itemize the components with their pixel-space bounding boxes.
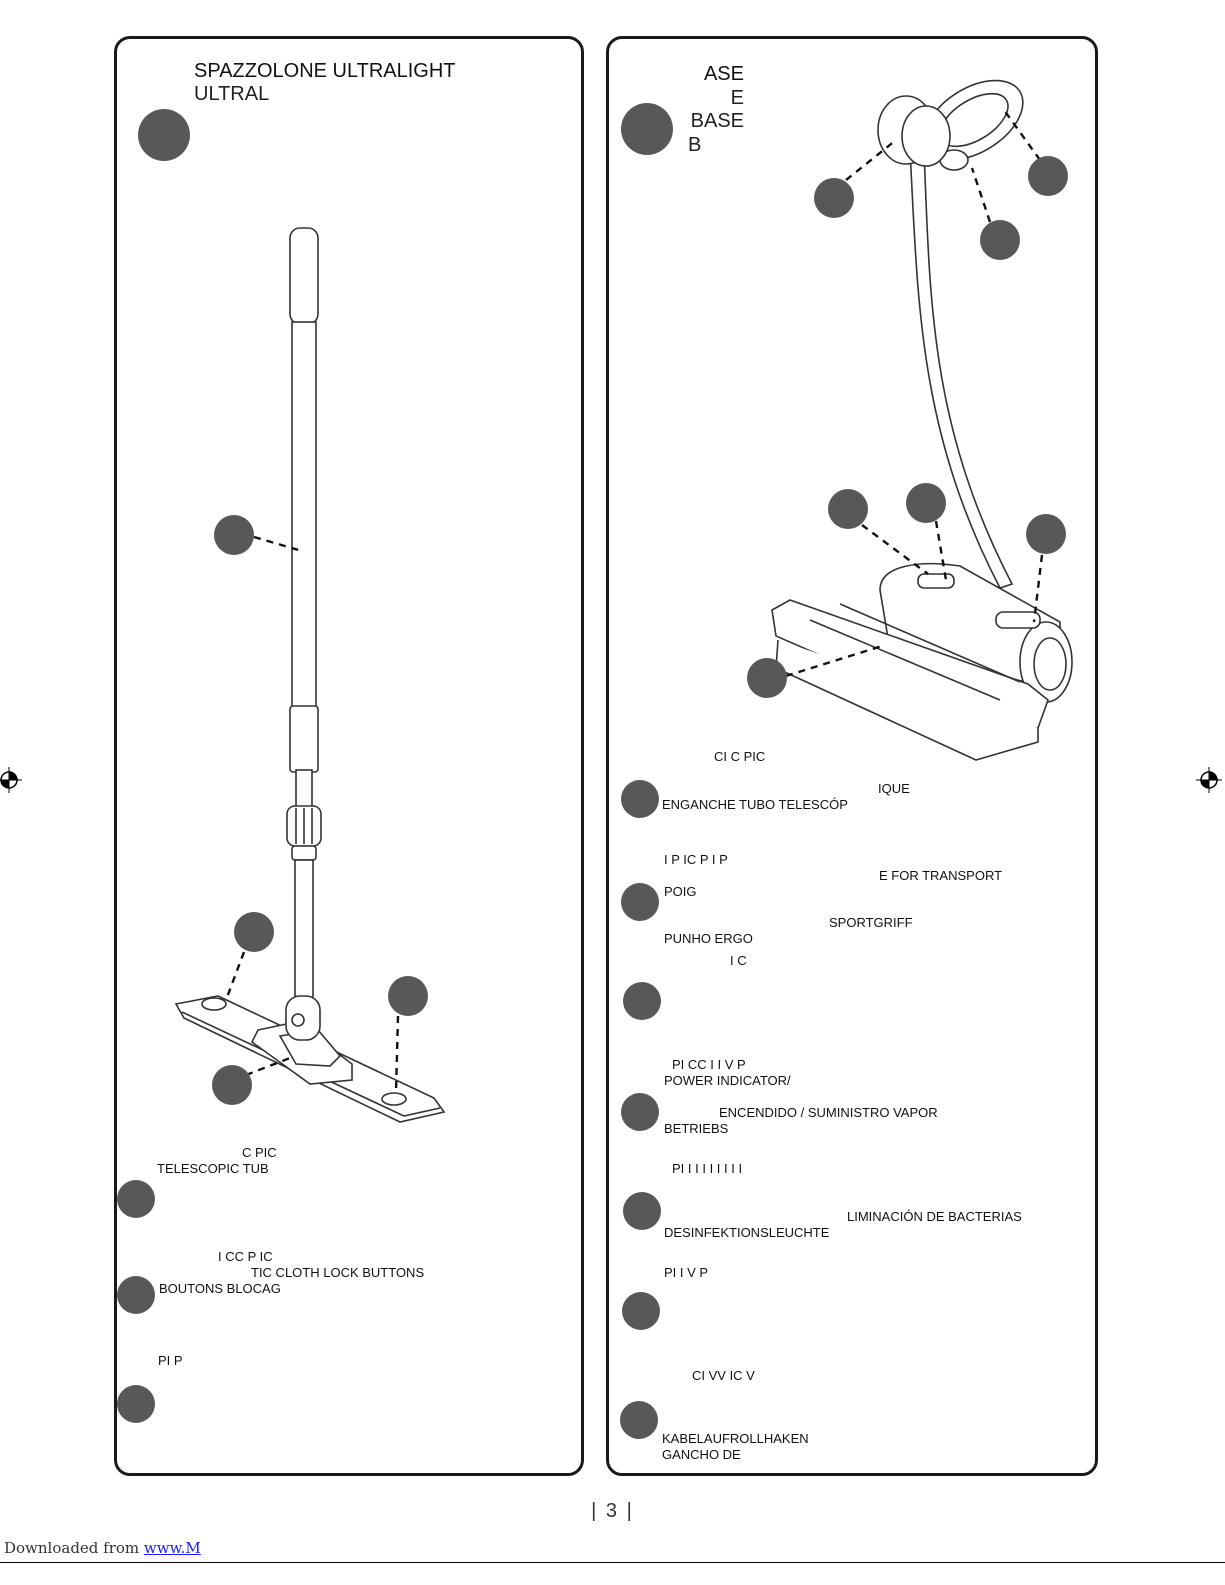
legend-text: ENCENDIDO / SUMINISTRO VAPOR — [719, 1105, 938, 1120]
legend-heading: CI VV IC V — [692, 1368, 755, 1383]
callout-circle — [212, 1065, 252, 1105]
left-panel — [114, 36, 584, 1476]
right-title: ASE — [703, 63, 744, 85]
legend-heading: C PIC — [242, 1145, 277, 1160]
right-panel — [606, 36, 1098, 1476]
legend-number-circle — [623, 1192, 661, 1230]
legend-number-circle — [620, 1401, 658, 1439]
legend-text: LIMINACIÓN DE BACTERIAS — [847, 1209, 1022, 1224]
callout-circle — [747, 658, 787, 698]
footer-prefix: Downloaded from — [4, 1539, 144, 1557]
legend-text: SPORTGRIFF — [829, 915, 913, 930]
callout-circle — [814, 178, 854, 218]
right-title-line: B — [688, 134, 702, 156]
footer-link[interactable]: www.M — [143, 1539, 201, 1557]
legend-heading: PI CC I I V P — [672, 1057, 746, 1072]
legend-number-circle — [623, 982, 661, 1020]
callout-circle — [906, 483, 946, 523]
left-title: SPAZZOLONE ULTRALIGHT — [194, 60, 456, 82]
legend-heading: I CC P IC — [218, 1249, 273, 1264]
legend-number-circle — [621, 883, 659, 921]
registration-mark-icon — [1196, 767, 1222, 793]
legend-number-circle — [117, 1180, 155, 1218]
legend-heading: I C — [730, 953, 747, 968]
right-title-line: E — [730, 87, 744, 109]
callout-circle — [214, 515, 254, 555]
legend-heading: CI C PIC — [714, 749, 766, 764]
legend-number-circle — [117, 1385, 155, 1423]
legend-number-circle — [622, 1292, 660, 1330]
legend-text: KABELAUFROLLHAKEN — [662, 1431, 809, 1446]
callout-circle — [828, 489, 868, 529]
callout-circle — [234, 912, 274, 952]
footer-divider — [0, 1562, 1225, 1563]
section-number-circle — [138, 109, 190, 161]
right-title-line: BASE — [690, 110, 744, 132]
section-number-circle — [621, 103, 673, 155]
legend-text: ENGANCHE TUBO TELESCÓP — [662, 797, 848, 812]
legend-heading: PI P — [158, 1353, 183, 1368]
legend-text: TELESCOPIC TUB — [157, 1161, 269, 1176]
legend-text: BOUTONS BLOCAG — [159, 1281, 281, 1296]
legend-heading: PI I V P — [664, 1265, 709, 1280]
legend-heading: PI I I I I I I I I — [672, 1161, 743, 1176]
registration-mark-icon — [0, 767, 22, 793]
legend-text: TIC CLOTH LOCK BUTTONS — [251, 1265, 425, 1280]
legend-text: BETRIEBS — [664, 1121, 729, 1136]
legend-text: DESINFEKTIONSLEUCHTE — [664, 1225, 830, 1240]
legend-number-circle — [117, 1276, 155, 1314]
legend-text: E FOR TRANSPORT — [879, 868, 1003, 883]
legend-text: IQUE — [878, 781, 910, 796]
legend-text: GANCHO DE — [662, 1447, 741, 1462]
callout-circle — [388, 976, 428, 1016]
left-subtitle: ULTRAL — [194, 83, 270, 105]
page-number: | 3 | — [591, 1500, 634, 1522]
legend-number-circle — [621, 780, 659, 818]
legend-text: PUNHO ERGO — [664, 931, 753, 946]
legend-text: POIG — [664, 884, 697, 899]
callout-circle — [1026, 514, 1066, 554]
legend-text: POWER INDICATOR/ — [664, 1073, 791, 1088]
legend-number-circle — [621, 1093, 659, 1131]
callout-circle — [980, 220, 1020, 260]
footer-download-note: Downloaded from www.M — [4, 1539, 201, 1557]
callout-circle — [1028, 156, 1068, 196]
legend-heading: I P IC P I P — [664, 852, 728, 867]
